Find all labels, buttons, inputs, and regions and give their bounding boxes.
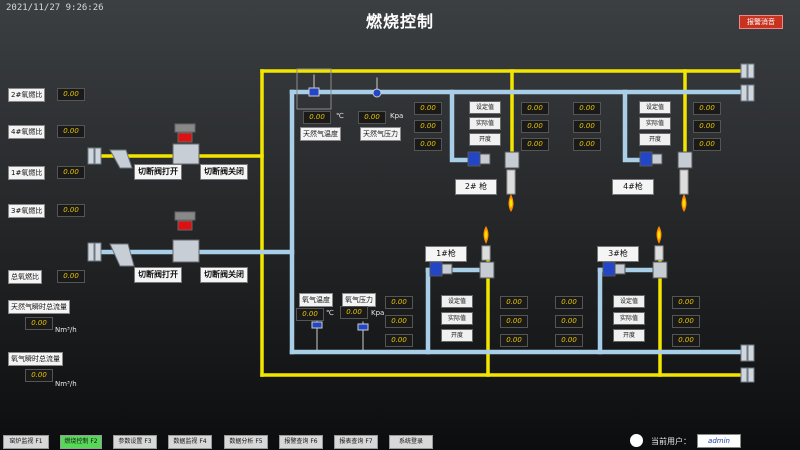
- gun3-value: 0.00: [672, 334, 700, 347]
- nav-data-monitor[interactable]: 数据监视 F4: [168, 435, 212, 449]
- alarm-silence-button[interactable]: 报警消音: [739, 15, 783, 29]
- gun1-value: 0.00: [385, 296, 413, 309]
- gas-total-flow-value: 0.00: [25, 317, 53, 330]
- oxygen-valve-close-button[interactable]: 切断阀关闭: [200, 267, 248, 283]
- gun2-label[interactable]: 2# 枪: [455, 179, 497, 195]
- gas-pressure-label: 天然气压力: [360, 127, 401, 141]
- ratio-value-2: 0.00: [57, 88, 85, 101]
- gun1-value: 0.00: [500, 315, 528, 328]
- gun2-value: 0.00: [521, 120, 549, 133]
- gun1-actual-button[interactable]: 实际值: [441, 312, 473, 325]
- oxygen-pressure-unit: Kpa: [371, 309, 385, 317]
- current-user-label: 当前用户：: [651, 437, 691, 446]
- gun1-value: 0.00: [500, 334, 528, 347]
- ratio-label-3: 3#氧燃比: [8, 204, 46, 218]
- nav-system-login[interactable]: 系统登录: [389, 435, 433, 449]
- ratio-label-2: 2#氧燃比: [8, 88, 46, 102]
- gun2-value: 0.00: [521, 102, 549, 115]
- status-indicator: [630, 434, 643, 447]
- ratio-value-1: 0.00: [57, 166, 85, 179]
- gun4-label[interactable]: 4#枪: [612, 179, 654, 195]
- gun1-value: 0.00: [500, 296, 528, 309]
- gas-flow-unit: Nm³/h: [55, 326, 77, 334]
- oxygen-total-flow-value: 0.00: [25, 369, 53, 382]
- gun3-value: 0.00: [672, 315, 700, 328]
- gas-pressure-value: 0.00: [358, 111, 386, 124]
- gun3-actual-button[interactable]: 实际值: [613, 312, 645, 325]
- oxygen-total-flow-label: 氧气瞬时总流量: [8, 352, 63, 366]
- gas-temp-unit: ℃: [336, 112, 344, 120]
- gun1-opening-button[interactable]: 开度: [441, 329, 473, 342]
- gun2-value: 0.00: [573, 102, 601, 115]
- ratio-value-total: 0.00: [57, 270, 85, 283]
- ratio-label-total: 总氧燃比: [8, 270, 42, 284]
- gun4-value: 0.00: [693, 120, 721, 133]
- ratio-value-3: 0.00: [57, 204, 85, 217]
- oxygen-temp-value: 0.00: [296, 308, 324, 321]
- gas-valve-close-button[interactable]: 切断阀关闭: [200, 164, 248, 180]
- gun4-actual-button[interactable]: 实际值: [639, 117, 671, 130]
- nav-furnace-monitor[interactable]: 窑炉监视 F1: [3, 435, 49, 449]
- gun2-value: 0.00: [414, 120, 442, 133]
- oxygen-pressure-value: 0.00: [340, 306, 368, 319]
- current-user-name: admin: [697, 434, 741, 448]
- gun1-label[interactable]: 1#枪: [425, 246, 467, 262]
- gas-pressure-unit: Kpa: [390, 112, 404, 120]
- gun4-setpoint-button[interactable]: 设定值: [639, 101, 671, 114]
- gun1-value: 0.00: [555, 334, 583, 347]
- page-title: 燃烧控制: [365, 12, 434, 31]
- timestamp: 2021/11/27 9:26:26: [6, 3, 104, 13]
- oxygen-temp-label: 氧气温度: [299, 293, 333, 307]
- oxygen-temp-unit: ℃: [326, 309, 334, 317]
- gun2-value: 0.00: [573, 138, 601, 151]
- gun4-opening-button[interactable]: 开度: [639, 133, 671, 146]
- nav-report-query[interactable]: 报表查询 F7: [334, 435, 378, 449]
- nav-combustion-control[interactable]: 燃烧控制 F2: [60, 435, 102, 449]
- gun2-setpoint-button[interactable]: 设定值: [469, 101, 501, 114]
- nav-data-analysis[interactable]: 数据分析 F5: [224, 435, 268, 449]
- oxygen-valve-open-button[interactable]: 切断阀打开: [134, 267, 182, 283]
- oxygen-pressure-label: 氧气压力: [342, 293, 376, 307]
- gas-temp-value: 0.00: [303, 111, 331, 124]
- gun1-value: 0.00: [555, 296, 583, 309]
- gun1-value: 0.00: [555, 315, 583, 328]
- gas-temp-label: 天然气温度: [300, 127, 341, 141]
- gun2-opening-button[interactable]: 开度: [469, 133, 501, 146]
- gun2-value: 0.00: [414, 138, 442, 151]
- gas-valve-open-button[interactable]: 切断阀打开: [134, 164, 182, 180]
- gun3-setpoint-button[interactable]: 设定值: [613, 295, 645, 308]
- gun2-value: 0.00: [573, 120, 601, 133]
- ratio-label-1: 1#氧燃比: [8, 166, 46, 180]
- gun1-value: 0.00: [385, 315, 413, 328]
- gun4-value: 0.00: [693, 138, 721, 151]
- gun1-setpoint-button[interactable]: 设定值: [441, 295, 473, 308]
- ratio-value-4: 0.00: [57, 125, 85, 138]
- gun2-actual-button[interactable]: 实际值: [469, 117, 501, 130]
- gun4-value: 0.00: [693, 102, 721, 115]
- gun3-value: 0.00: [672, 296, 700, 309]
- gun3-label[interactable]: 3#枪: [597, 246, 639, 262]
- ratio-label-4: 4#氧燃比: [8, 125, 46, 139]
- nav-alarm-query[interactable]: 报警查询 F6: [279, 435, 323, 449]
- gun3-opening-button[interactable]: 开度: [613, 329, 645, 342]
- gun2-value: 0.00: [521, 138, 549, 151]
- gun2-value: 0.00: [414, 102, 442, 115]
- oxygen-flow-unit: Nm³/h: [55, 380, 77, 388]
- gun1-value: 0.00: [385, 334, 413, 347]
- nav-parameter-settings[interactable]: 参数设置 F3: [113, 435, 157, 449]
- gas-total-flow-label: 天然气瞬时总流量: [8, 300, 70, 314]
